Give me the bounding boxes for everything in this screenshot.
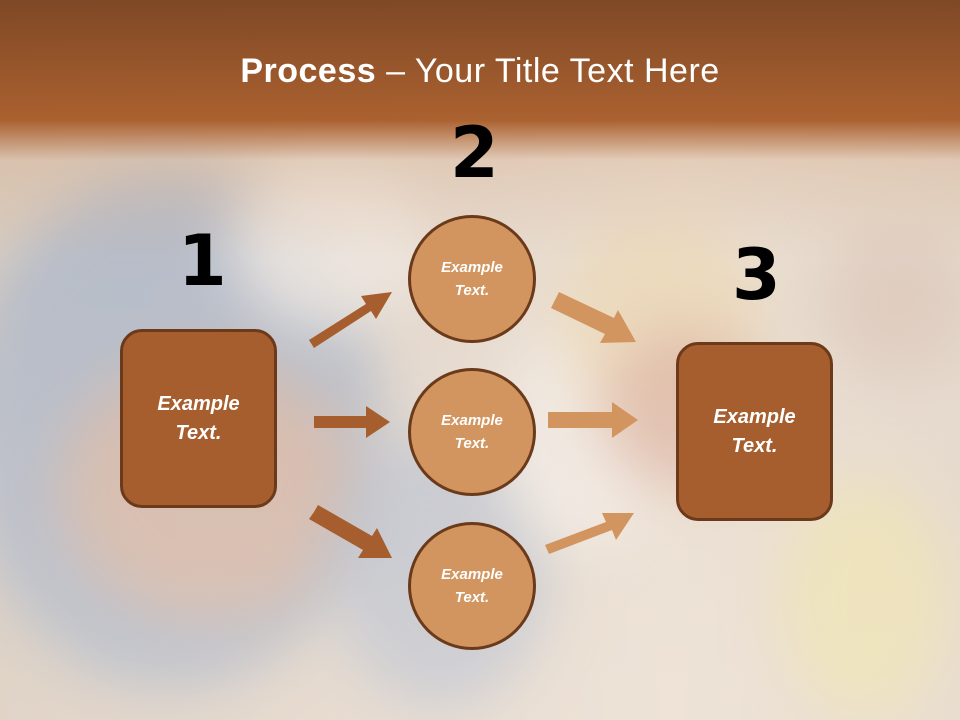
circle-bottom: Example Text. [408, 522, 536, 650]
step-number-2: 2 [450, 112, 499, 194]
arrow-left-to-top [309, 292, 392, 348]
step-number-3: 3 [732, 234, 781, 316]
slide-title: Process – Your Title Text Here [0, 52, 960, 91]
arrow-left-to-middle [314, 406, 390, 438]
title-bold: Process [240, 52, 377, 90]
title-rest: – Your Title Text Here [376, 52, 720, 90]
arrow-left-to-bottom [309, 505, 392, 558]
circle-top: Example Text. [408, 215, 536, 343]
arrow-top-to-right [551, 292, 636, 343]
right-step-box: Example Text. [676, 342, 833, 521]
arrow-middle-to-right [548, 402, 638, 438]
arrow-bottom-to-right [545, 513, 634, 554]
step-number-1: 1 [178, 220, 227, 302]
circle-middle: Example Text. [408, 368, 536, 496]
left-step-box: Example Text. [120, 329, 277, 508]
